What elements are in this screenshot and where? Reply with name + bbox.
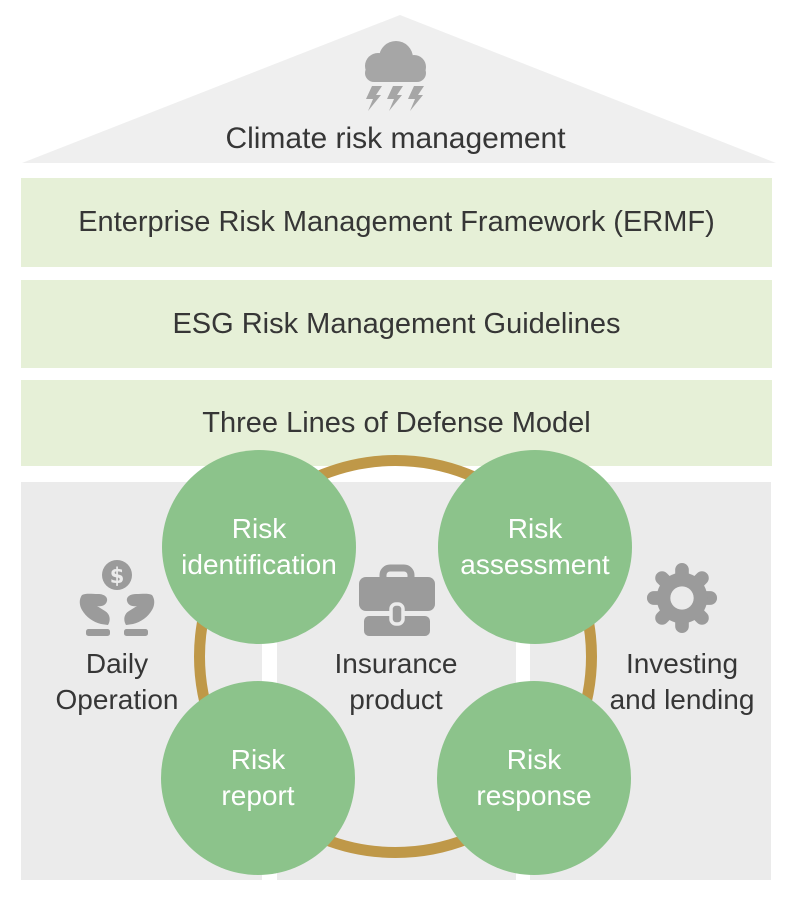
gear-icon [646,562,718,634]
risk-assessment-line1: Risk [507,513,563,544]
band-three-lines-of-defense: Three Lines of Defense Model [21,380,772,466]
label-daily-operation-line1: Daily [85,648,149,679]
band-esg-guidelines-label: ESG Risk Management Guidelines [172,307,621,340]
label-investing-lending: Investing and lending [610,646,755,718]
svg-text:$: $ [110,564,125,588]
label-daily-operation: Daily Operation [56,646,179,718]
risk-identification-line2: identification [181,549,337,580]
label-investing-lending-line1: Investing [625,648,739,679]
band-esg-guidelines: ESG Risk Management Guidelines [21,280,772,368]
risk-identification-circle: Risk identification [162,450,356,644]
label-investing-lending-line2: and lending [609,684,755,715]
band-ermf-label: Enterprise Risk Management Framework (ER… [78,206,715,238]
risk-report-line2: report [221,780,295,811]
risk-assessment-circle: Risk assessment [438,450,632,644]
risk-report-line1: Risk [230,744,286,775]
risk-report-circle: Risk report [161,681,355,875]
label-daily-operation-line2: Operation [55,684,179,715]
band-ermf: Enterprise Risk Management Framework (ER… [21,178,772,267]
risk-response-circle: Risk response [437,681,631,875]
hands-dollar-icon: $ [79,560,155,636]
roof-title: Climate risk management [225,122,566,155]
storm-cloud-icon [365,41,426,111]
risk-identification-line1: Risk [231,513,287,544]
cycle-ring [194,455,597,858]
risk-response-line2: response [476,780,592,811]
risk-assessment-line2: assessment [460,549,610,580]
risk-response-line1: Risk [506,744,562,775]
band-three-lines-label: Three Lines of Defense Model [202,406,591,439]
